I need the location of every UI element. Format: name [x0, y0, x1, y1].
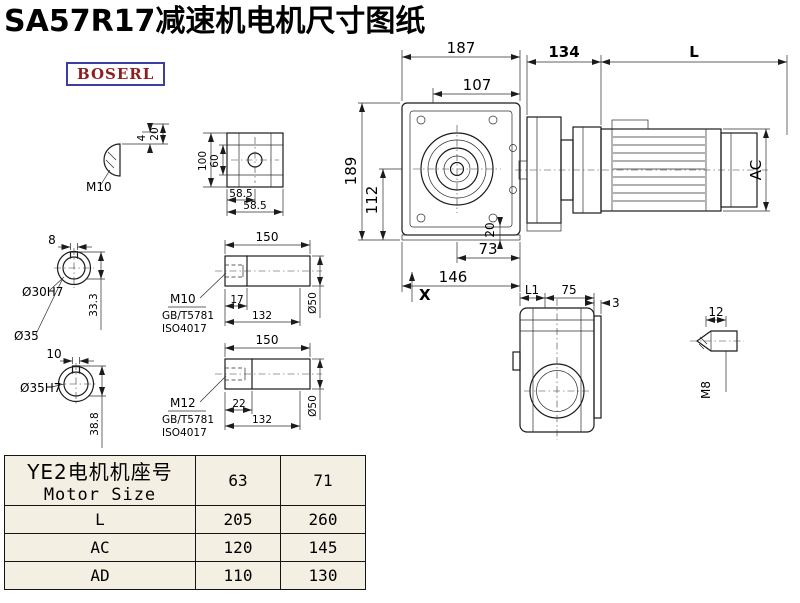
dim-front-73: 73 — [478, 240, 497, 258]
dim-flange-585a: 58.5 — [229, 188, 252, 200]
row-AD-value-63: 110 — [195, 561, 281, 590]
dim-bore1-od: Ø35 — [14, 329, 39, 343]
header-size-71: 71 — [280, 455, 366, 506]
table-row-L: L 205 260 — [4, 505, 366, 534]
dim-motor-134: 134 — [548, 43, 579, 61]
bore-view-2: 10 Ø35H7 38.8 — [20, 347, 106, 448]
dim-flange-60: 60 — [209, 154, 221, 167]
dim-sd2-150: 150 — [256, 333, 279, 347]
shaft-end-thread-label: M10 — [86, 180, 112, 194]
row-label-AD: AD — [4, 561, 196, 590]
dim-front-187: 187 — [447, 39, 476, 57]
gearbox-front-view: 187 107 189 112 20 73 14 — [342, 39, 521, 304]
page-title: SA57R17减速机电机尺寸图纸 — [4, 4, 426, 39]
dim-bore1-8: 8 — [48, 233, 56, 247]
row-L-value-71: 260 — [280, 505, 366, 534]
key-pin-detail: 12 M8 — [690, 305, 744, 399]
sd2-thread-label: M12 — [170, 396, 196, 410]
gearbox-bottom-view: L1 75 3 — [512, 283, 620, 440]
row-AC-value-71: 145 — [280, 533, 366, 562]
dim-bore1-333: 33.3 — [88, 293, 100, 316]
dim-bore1-dia: Ø30H7 — [22, 285, 63, 299]
sd1-std-gb: GB/T5781 — [162, 310, 214, 322]
shaft-end-view: M10 4 20 — [86, 123, 169, 194]
dim-flange-100: 100 — [197, 151, 209, 171]
header-size-63: 63 — [195, 455, 281, 506]
shaft-detail-2: 150 M12 GB/T5781 ISO4017 22 132 Ø50 — [162, 333, 324, 439]
sd1-std-iso: ISO4017 — [162, 323, 207, 335]
brand-logo-text: BOSERL — [77, 65, 155, 83]
dim-sd1-50: Ø50 — [307, 292, 319, 314]
dim-bottom-L1: L1 — [525, 283, 539, 297]
header-motor-size-cell: YE2电机机座号 Motor Size — [4, 455, 196, 506]
dim-bottom-75: 75 — [561, 283, 576, 297]
dim-sd2-132: 132 — [252, 414, 272, 426]
row-label-L: L — [4, 505, 196, 534]
dim-shaft-end-20: 20 — [149, 127, 161, 140]
dim-sd1-132: 132 — [252, 310, 272, 322]
dim-key-M8: M8 — [699, 381, 713, 399]
dim-motor-L: L — [689, 43, 699, 61]
sd2-std-iso: ISO4017 — [162, 427, 207, 439]
brand-logo: BOSERL — [66, 62, 166, 86]
dim-front-20: 20 — [483, 222, 497, 237]
dim-flange-585b: 58.5 — [243, 200, 266, 212]
dim-sd1-150: 150 — [256, 230, 279, 244]
motor-side-view: 134 L AC — [515, 43, 788, 232]
flange-view: 100 60 58.5 58.5 — [197, 132, 284, 216]
dim-bore2-10: 10 — [46, 347, 61, 361]
bore-view-1: 8 Ø30H7 33.3 Ø35 — [14, 233, 105, 343]
table-row-AC: AC 120 145 — [4, 533, 366, 562]
dim-sd2-22: 22 — [232, 398, 245, 410]
header-en-label: Motor Size — [43, 485, 157, 505]
table-header-row: YE2电机机座号 Motor Size 63 71 — [4, 455, 366, 506]
dim-motor-AC: AC — [747, 160, 765, 180]
front-x-mark: X — [419, 286, 431, 304]
row-L-value-63: 205 — [195, 505, 281, 534]
shaft-detail-1: 150 M10 GB/T5781 ISO4017 17 132 Ø50 — [162, 230, 324, 335]
dim-bore2-dia: Ø35H7 — [20, 381, 61, 395]
dim-sd1-17: 17 — [230, 294, 243, 306]
sd1-thread-label: M10 — [170, 292, 196, 306]
table-row-AD: AD 110 130 — [4, 561, 366, 590]
dim-front-189: 189 — [342, 157, 360, 186]
dim-shaft-end-4: 4 — [136, 134, 148, 141]
header-cn-label: YE2电机机座号 — [27, 460, 173, 484]
dim-key-12: 12 — [708, 305, 723, 319]
dim-bottom-3: 3 — [612, 296, 620, 310]
dim-bore2-388: 38.8 — [89, 412, 101, 435]
sd2-std-gb: GB/T5781 — [162, 414, 214, 426]
dim-front-107: 107 — [463, 76, 492, 94]
dim-front-146: 146 — [439, 268, 468, 286]
row-label-AC: AC — [4, 533, 196, 562]
dim-sd2-50: Ø50 — [307, 395, 319, 417]
motor-size-table: YE2电机机座号 Motor Size 63 71 L 205 260 AC 1… — [4, 455, 366, 590]
row-AD-value-71: 130 — [280, 561, 366, 590]
row-AC-value-63: 120 — [195, 533, 281, 562]
dim-front-112: 112 — [363, 186, 381, 215]
